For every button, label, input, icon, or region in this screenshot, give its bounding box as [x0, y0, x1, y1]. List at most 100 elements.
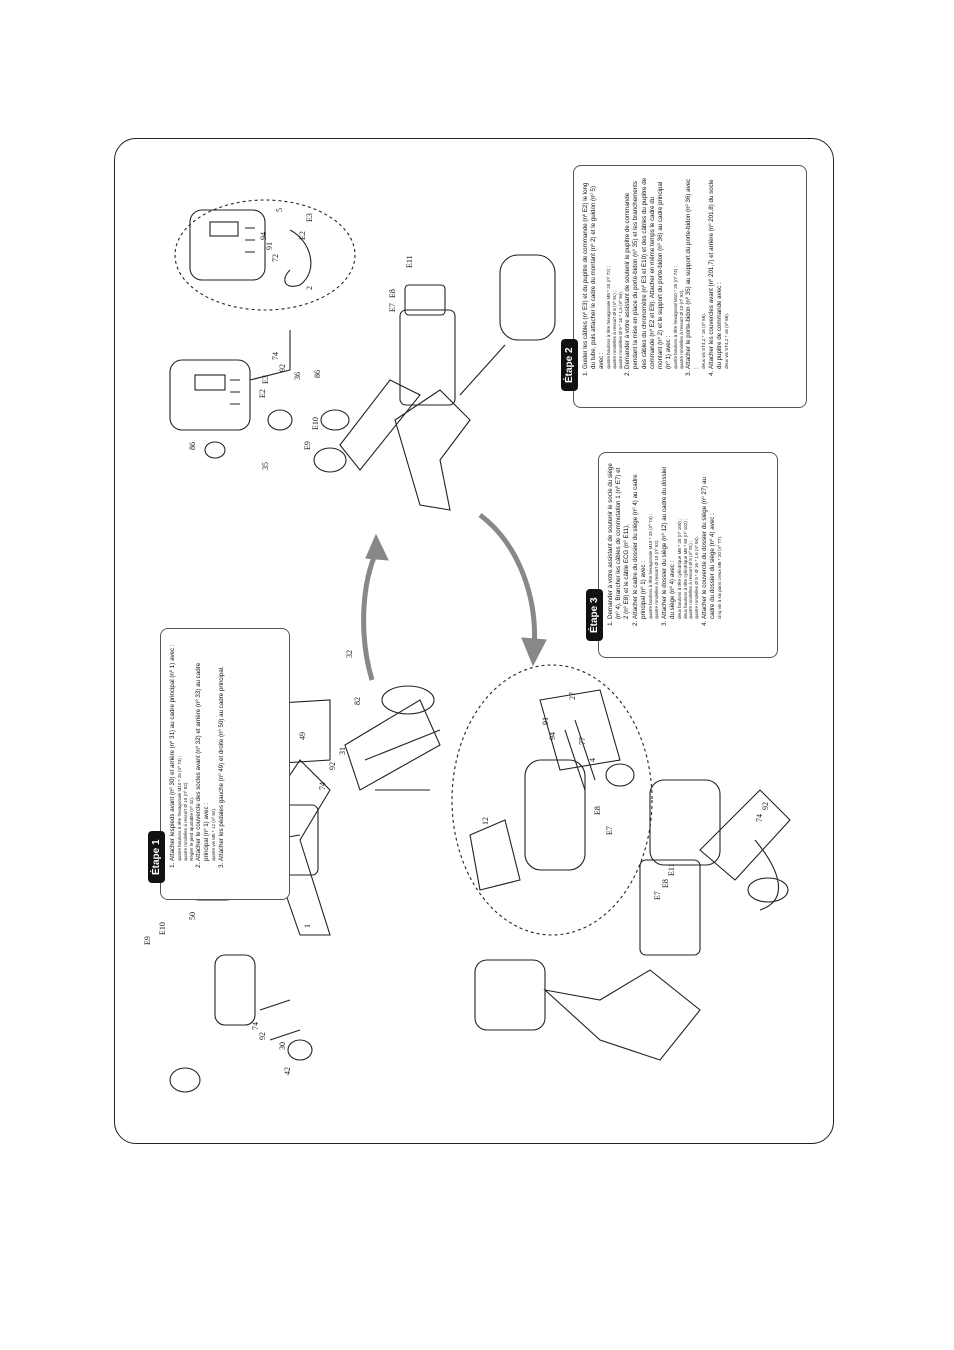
instruction-subitem: quatre vis M5 * 12 (nº 82).	[211, 807, 217, 861]
instruction-text: Attacher le porte-bidon (nº 35) au suppo…	[685, 178, 701, 369]
part-label: E8	[593, 806, 602, 815]
arrow-down	[478, 513, 538, 651]
step2-console-detail	[169, 330, 293, 459]
step3-bike-drawing	[474, 763, 791, 1061]
instruction-item: Guider les câbles (nº E3) et du pupitre …	[582, 176, 623, 369]
instruction-text: Attacher le cadre du dossier du siège (n…	[632, 474, 648, 619]
part-label: E7	[605, 826, 614, 835]
arrow-up	[361, 546, 381, 681]
part-label: E11	[667, 863, 676, 876]
part-label: 74	[271, 352, 280, 360]
part-label: E2	[298, 231, 307, 240]
part-label: 32	[345, 650, 354, 658]
part-label: 94	[548, 732, 557, 740]
part-label: 72	[271, 254, 280, 262]
part-label: 42	[283, 1067, 292, 1075]
step2-console-closeup	[189, 209, 312, 287]
part-label: 74	[755, 814, 764, 822]
part-label: 92	[328, 762, 337, 770]
part-label: 12	[481, 817, 490, 825]
part-label: E8	[388, 289, 397, 298]
etape2-title: Étape 2	[561, 339, 578, 391]
instruction-item: Demander à votre assistant de soutenir l…	[607, 463, 631, 619]
part-label: 4	[588, 758, 597, 762]
instruction-subitem: quatre rondelles Ø 9 * Ø 16 * 1,6 (nº 94…	[694, 536, 700, 619]
instruction-subitem: Régler le pied ajustable (nº 42).	[188, 796, 194, 861]
part-label: 36	[293, 372, 302, 380]
step2-detail-ellipse	[174, 199, 356, 311]
instruction-text: Attacher le couvercle du dossier du sièg…	[700, 477, 716, 619]
etape2-box: Étape 2 Guider les câbles (nº E3) et du …	[561, 165, 807, 408]
part-label: 92	[278, 364, 287, 372]
part-label: 30	[278, 1042, 287, 1050]
instruction-text: Demander à votre assistant de soutenir l…	[607, 463, 631, 619]
etape3-list: Demander à votre assistant de soutenir l…	[607, 463, 723, 631]
part-label: 91	[541, 717, 550, 725]
etape2-list: Guider les câbles (nº E3) et du pupitre …	[582, 176, 730, 381]
instruction-subitem: deux vis ST4,2 * 16 (nº 86).	[701, 312, 707, 369]
part-label: E10	[158, 922, 167, 935]
instruction-text: Attacher le dossier du siège (nº 12) au …	[660, 466, 676, 619]
part-label: E3	[261, 375, 270, 384]
instruction-text: Attacher le couvercle des socles avant (…	[195, 662, 211, 861]
part-label: 74	[318, 782, 327, 790]
instruction-item: Demander à votre assistant de soutenir l…	[624, 176, 684, 369]
instruction-subitem: deux vis ST4,2 * 16 (nº 86).	[724, 312, 730, 369]
instruction-text: Demander à votre assistant de soutenir l…	[624, 177, 672, 369]
instruction-item: Attacher lespieds avant (nº 30) et arriè…	[169, 639, 194, 861]
instruction-item: Attacher le cadre du dossier du siège (n…	[632, 463, 660, 619]
part-label: E3	[305, 213, 314, 222]
part-label: 35	[261, 462, 270, 470]
instruction-item: Attacher le couvercle des socles avant (…	[195, 639, 217, 861]
instruction-item: Attacher le dossier du siège (nº 12) au …	[661, 463, 700, 619]
part-label: E8	[661, 879, 670, 888]
part-label: 31	[338, 747, 347, 755]
instruction-item: Attacher le couvercle du dossier du sièg…	[701, 463, 723, 619]
part-label: 82	[353, 697, 362, 705]
part-label: 1	[303, 924, 312, 928]
part-label: 92	[258, 1032, 267, 1040]
instruction-subitem: quatre rondelles Ø 9 * 16 * 1,5 (nº 94).	[617, 290, 623, 369]
instruction-subitem: quatre rondelles à ressort Ø 10 (nº 92).	[678, 289, 684, 369]
part-label: 50	[188, 912, 197, 920]
step3-seatback-drawing	[469, 689, 621, 891]
etape3-box: Étape 3 Demander à votre assistant de so…	[586, 452, 778, 658]
instruction-item: Attacher les couvercles avant (nº 201,7)…	[708, 176, 730, 369]
part-label: E9	[303, 441, 312, 450]
instruction-subitem: cinq vis à six pans creux M6 * 20 (nº 77…	[716, 535, 722, 619]
etape1-list: Attacher lespieds avant (nº 30) et arriè…	[169, 639, 226, 873]
part-label: E10	[311, 417, 320, 430]
part-label: 86	[313, 370, 322, 378]
part-label: E9	[143, 936, 152, 945]
part-label: E11	[405, 255, 414, 268]
part-label: 94	[259, 232, 268, 240]
instruction-text: Attacher les pédales gauche (nº 49) et d…	[218, 666, 226, 861]
instruction-subitem: quatre rondelles à ressort Ø 10 (nº 92).	[654, 539, 660, 619]
part-label: 2	[305, 286, 314, 290]
part-label: 86	[188, 442, 197, 450]
page-frame	[114, 138, 834, 1144]
instruction-text: Attacher les couvercles avant (nº 201,7)…	[708, 179, 724, 369]
part-label: E7	[653, 891, 662, 900]
part-label: 5	[275, 208, 284, 212]
etape1-box: Étape 1 Attacher lespieds avant (nº 30) …	[148, 628, 290, 900]
part-label: E2	[258, 389, 267, 398]
instruction-item: Attacher le porte-bidon (nº 35) au suppo…	[685, 176, 707, 369]
step3-detail-ellipse	[451, 664, 653, 936]
part-label: 77	[578, 737, 587, 745]
part-label: 49	[298, 732, 307, 740]
etape1-title: Étape 1	[148, 831, 165, 883]
part-label: 74	[251, 1022, 260, 1030]
part-label: 27	[568, 692, 577, 700]
part-label: E7	[388, 303, 397, 312]
part-label: 92	[761, 802, 770, 810]
step2-bike-drawing	[313, 254, 556, 511]
instruction-item: Attacher les pédales gauche (nº 49) et d…	[218, 639, 226, 861]
part-label: 91	[265, 242, 274, 250]
instruction-text: Attacher lespieds avant (nº 30) et arriè…	[169, 644, 176, 861]
instruction-text: Guider les câbles (nº E3) et du pupitre …	[582, 182, 606, 369]
etape3-title: Étape 3	[586, 589, 603, 641]
